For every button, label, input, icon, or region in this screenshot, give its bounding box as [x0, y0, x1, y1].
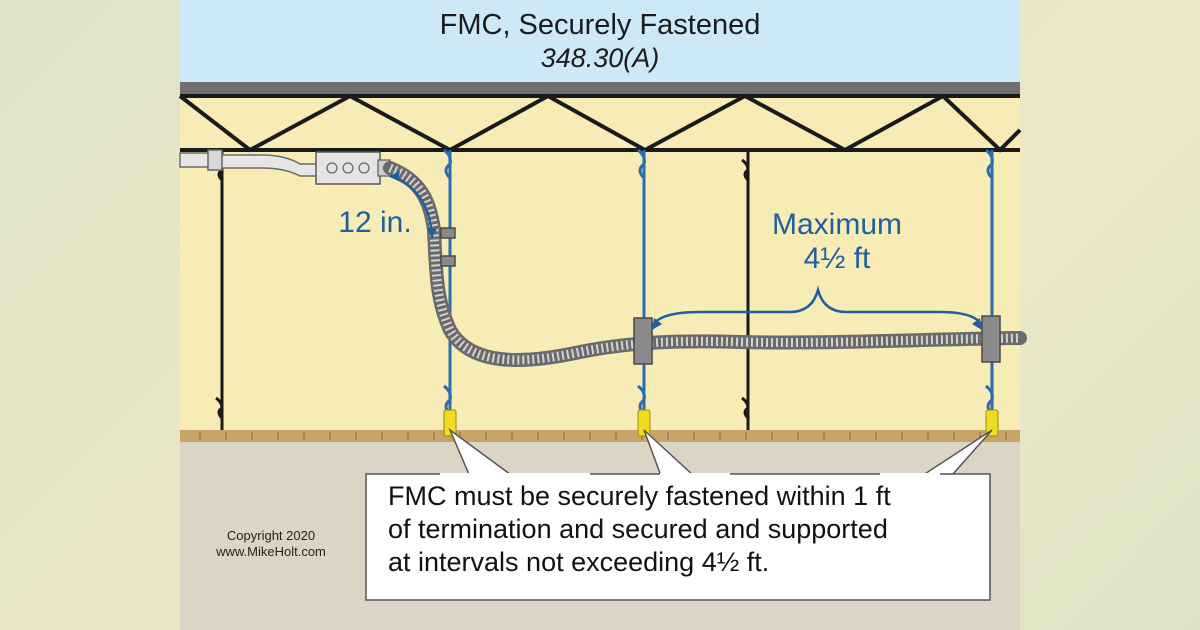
max-spacing-label-line1: Maximum: [771, 208, 902, 241]
junction-box: [315, 151, 391, 185]
page-title: FMC, Securely Fastened: [439, 9, 761, 41]
callout-text: FMC must be securely fastened within 1 f…: [370, 480, 1008, 579]
max-spacing-bracket: [650, 285, 984, 330]
sky-band: [180, 0, 1020, 84]
rigid-conduit: [179, 149, 321, 177]
copyright-notice: Copyright 2020 www.MikeHolt.com: [196, 528, 346, 560]
header: FMC, Securely Fastened 348.30(A): [180, 8, 1020, 74]
callout-line-3: at intervals not exceeding 4½ ft.: [388, 547, 770, 577]
ceiling-slab: [180, 82, 1020, 94]
callout-box: [365, 427, 993, 601]
conduit-straps: [440, 227, 1001, 365]
wall-panel: [180, 84, 1020, 434]
ceiling-clips: [443, 409, 999, 437]
copyright-line-1: Copyright 2020: [226, 528, 316, 543]
max-spacing-label: Maximum 4½ ft: [752, 208, 922, 276]
floor-rail: [180, 430, 1020, 442]
twelve-inch-arrow: [389, 171, 437, 239]
termination-distance-label: 12 in.: [338, 206, 412, 239]
code-reference: 348.30(A): [540, 43, 660, 73]
floor-rail-ticks: [199, 432, 1007, 440]
callout-line-2: of termination and secured and supported: [388, 514, 888, 544]
max-spacing-label-line2: 4½ ft: [803, 242, 871, 275]
copyright-line-2: www.MikeHolt.com: [216, 544, 326, 559]
callout-line-1: FMC must be securely fastened within 1 f…: [388, 481, 891, 511]
